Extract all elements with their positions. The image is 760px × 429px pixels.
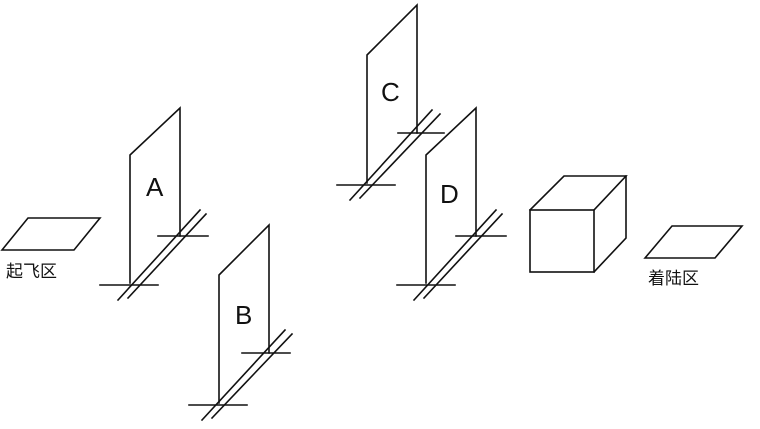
gate-a-frame	[129, 106, 181, 284]
takeoff-zone-label: 起飞区	[6, 262, 57, 282]
gate-d-brace-1	[412, 208, 498, 302]
box-side-face	[592, 175, 627, 274]
gate-b-brace-1	[200, 328, 287, 422]
gate-b: B	[188, 223, 294, 422]
gate-a-brace-1	[116, 208, 202, 302]
gate-b-label: B	[235, 300, 252, 330]
gate-a-label: A	[146, 172, 164, 202]
takeoff-pad	[0, 217, 102, 251]
box-obstacle	[528, 175, 628, 274]
gate-a-brace-2	[126, 212, 208, 300]
gate-d-frame	[425, 106, 477, 284]
landing-zone-label: 着陆区	[648, 269, 699, 289]
box-top-face	[528, 175, 628, 212]
box-front-face	[529, 209, 595, 273]
gate-b-frame	[218, 223, 270, 404]
gate-a: A	[99, 106, 209, 302]
gate-b-brace-2	[210, 332, 294, 420]
gate-c-brace-1	[348, 108, 434, 202]
landing-pad	[643, 225, 744, 259]
gate-d-brace-2	[422, 212, 504, 300]
gate-d: D	[396, 106, 507, 302]
gate-c-brace-2	[358, 112, 442, 200]
gate-c: C	[336, 3, 445, 202]
gate-c-frame	[366, 3, 418, 184]
gate-c-label: C	[381, 77, 400, 107]
gate-d-label: D	[440, 179, 459, 209]
